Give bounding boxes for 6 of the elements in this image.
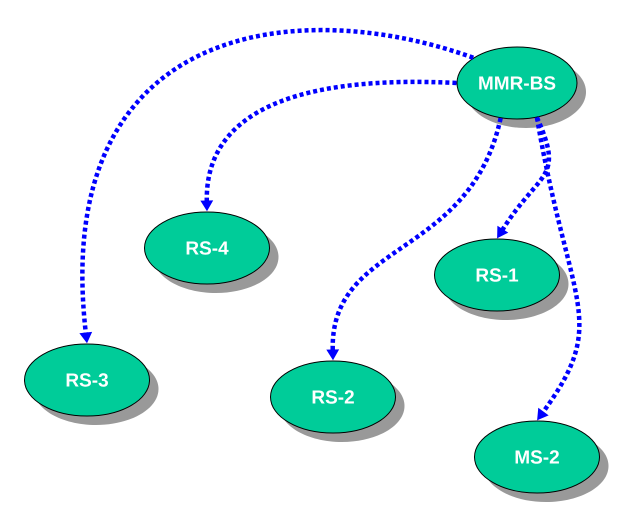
ellipse-node: RS-3 bbox=[24, 343, 158, 425]
ellipse-node: RS-4 bbox=[144, 211, 278, 293]
ellipse-node: MMR-BS bbox=[456, 46, 586, 128]
ellipse-node: RS-2 bbox=[270, 360, 404, 442]
ellipse-node: MS-2 bbox=[474, 420, 608, 502]
ellipse-node: RS-1 bbox=[434, 238, 568, 320]
